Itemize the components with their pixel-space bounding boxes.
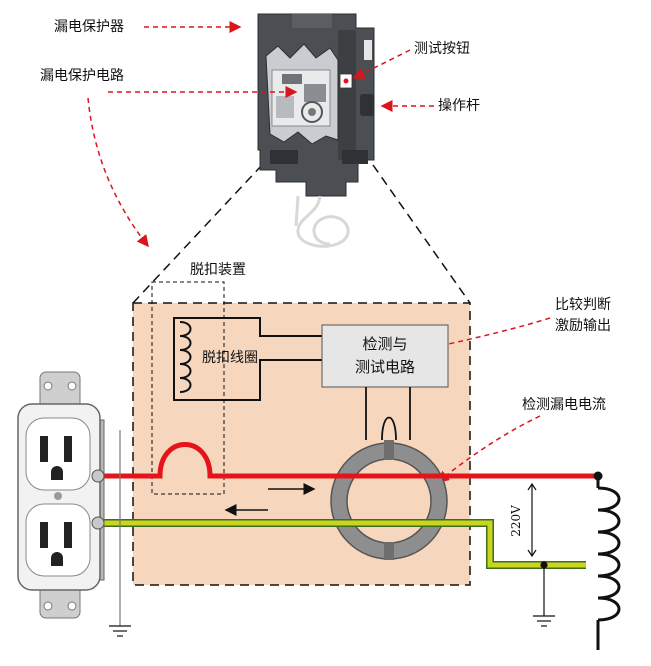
label-protection-circuit: 漏电保护电路 bbox=[40, 68, 124, 84]
label-breaker: 漏电保护器 bbox=[54, 19, 124, 35]
arrow-detect-current bbox=[436, 415, 541, 483]
label-compare-line2: 激励输出 bbox=[555, 318, 611, 334]
annotation-arrows bbox=[87, 21, 551, 483]
ground-symbol-left bbox=[109, 430, 131, 637]
label-test-button: 测试按钮 bbox=[414, 41, 470, 57]
current-arrows bbox=[224, 483, 316, 516]
sense-leads bbox=[365, 387, 411, 441]
breaker-device bbox=[257, 13, 375, 248]
duplex-outlet bbox=[17, 371, 105, 619]
trip-device-box bbox=[151, 281, 225, 495]
ground-symbol-right bbox=[533, 561, 555, 627]
label-trip-device: 脱扣装置 bbox=[190, 262, 246, 278]
arrow-test-button bbox=[352, 49, 411, 79]
label-compare-line1: 比较判断 bbox=[555, 297, 611, 313]
label-trip-coil: 脱扣线圈 bbox=[202, 350, 258, 366]
trip-coil bbox=[173, 317, 322, 401]
zoom-funnel-lines bbox=[132, 164, 471, 304]
live-wire bbox=[96, 442, 598, 479]
arrow-compare bbox=[428, 317, 551, 352]
voltage-indicator bbox=[527, 482, 537, 558]
label-lever: 操作杆 bbox=[438, 98, 480, 114]
label-voltage: 220V bbox=[508, 505, 523, 537]
arrow-protection-circuit-down bbox=[87, 97, 149, 248]
load-coil bbox=[593, 471, 621, 650]
earth-wire bbox=[96, 519, 586, 569]
detect-test-box bbox=[321, 324, 449, 388]
detect-box-line2: 测试电路 bbox=[354, 358, 415, 376]
label-detect-current: 检测漏电电流 bbox=[522, 397, 606, 413]
detect-box-line1: 检测与 bbox=[362, 335, 408, 353]
